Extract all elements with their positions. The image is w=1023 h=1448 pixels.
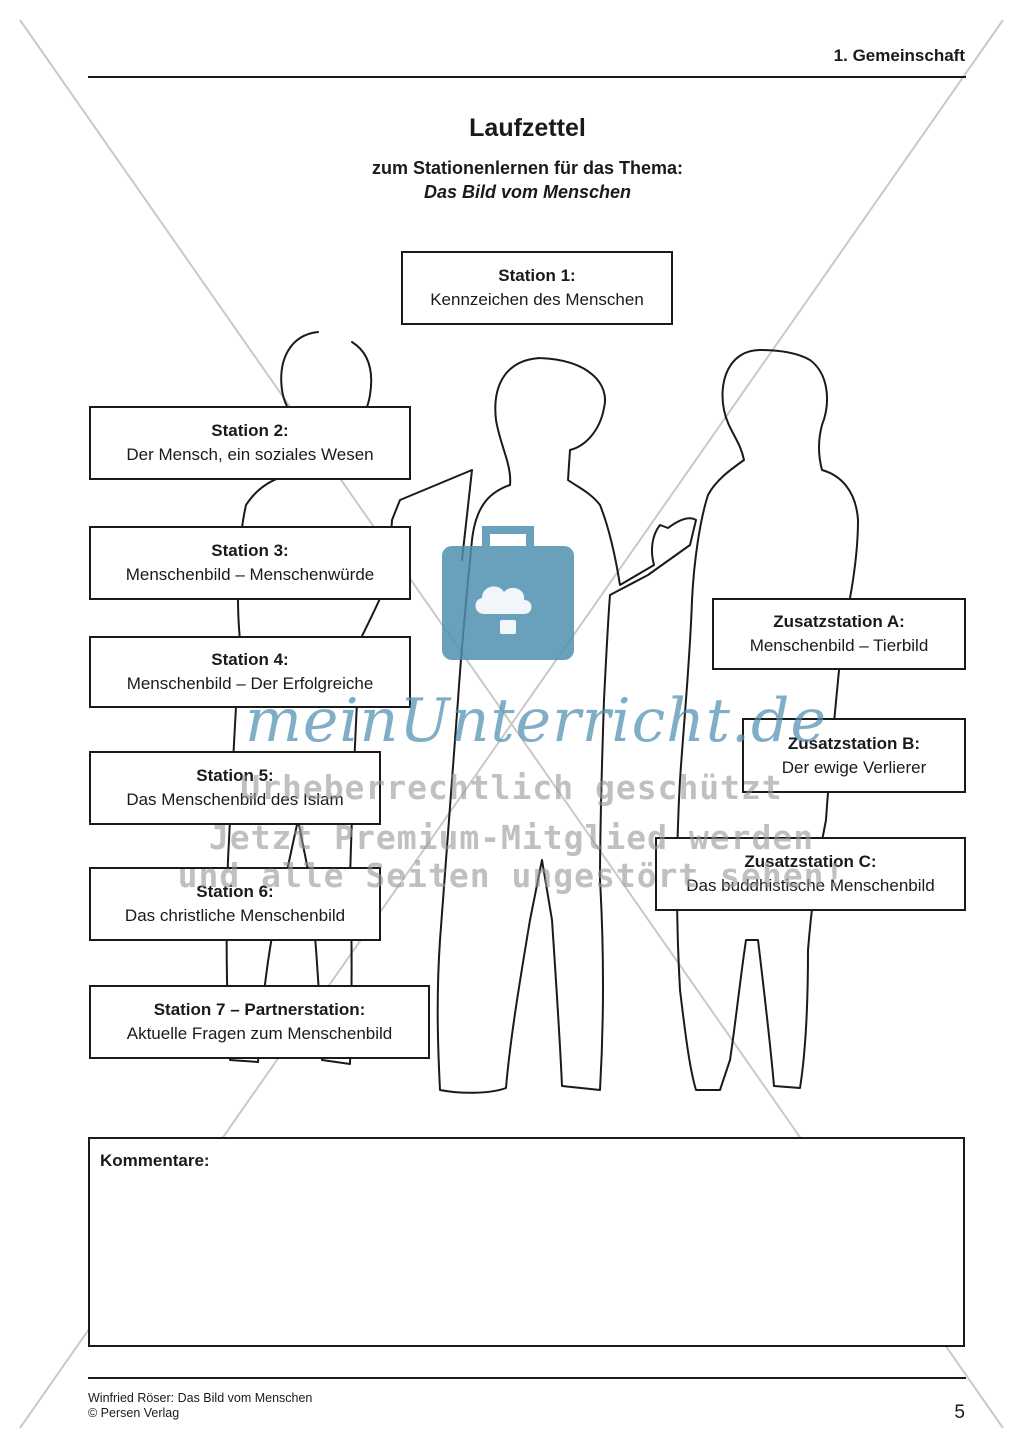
top-divider — [88, 76, 966, 78]
station-7-text: Aktuelle Fragen zum Menschenbild — [126, 1024, 393, 1043]
watermark-line-1: Urheberrechtlich geschützt — [240, 768, 783, 807]
footer-author-title: Winfried Röser: Das Bild vom Menschen — [88, 1391, 313, 1405]
station-5-label: Station 5: — [196, 766, 274, 785]
station-3-text: Menschenbild – Menschenwürde — [125, 565, 375, 584]
page-number: 5 — [954, 1402, 965, 1423]
station-6-label: Station 6: — [196, 882, 274, 901]
extra-station-b-label: Zusatzstation B: — [787, 733, 921, 753]
extra-station-b-text: Der ewige Verlierer — [781, 757, 927, 777]
extra-station-b-box: Zusatzstation B: Der ewige Verlierer — [742, 718, 966, 793]
page-title: Laufzettel — [469, 114, 586, 142]
comments-box[interactable]: Kommentare: — [88, 1137, 965, 1347]
station-1-box: Station 1: Kennzeichen des Menschen — [401, 251, 673, 325]
station-7-box: Station 7 – Partnerstation: Aktuelle Fra… — [89, 985, 430, 1059]
section-header: 1. Gemeinschaft — [833, 46, 965, 65]
station-4-text: Menschenbild – Der Erfolgreiche — [126, 674, 374, 693]
extra-station-a-box: Zusatzstation A: Menschenbild – Tierbild — [712, 598, 966, 670]
comments-label: Kommentare: — [100, 1151, 210, 1170]
station-6-box: Station 6: Das christliche Menschenbild — [89, 867, 381, 941]
station-2-label: Station 2: — [211, 421, 289, 440]
extra-station-a-label: Zusatzstation A: — [773, 612, 905, 631]
footer-publisher: © Persen Verlag — [88, 1406, 180, 1420]
station-2-box: Station 2: Der Mensch, ein soziales Wese… — [89, 406, 411, 480]
extra-station-c-box: Zusatzstation C: Das buddhistische Mensc… — [655, 837, 966, 911]
station-5-box: Station 5: Das Menschenbild des Islam — [89, 751, 381, 825]
station-7-label: Station 7 – Partnerstation: — [153, 1000, 366, 1019]
station-4-box: Station 4: Menschenbild – Der Erfolgreic… — [89, 636, 411, 708]
watermark-line-2: Jetzt Premium-Mitglied werden — [208, 818, 815, 857]
station-2-text: Der Mensch, ein soziales Wesen — [126, 445, 374, 464]
station-1-label: Station 1: — [498, 266, 576, 285]
station-3-label: Station 3: — [211, 541, 289, 560]
watermark-line-3: und alle Seiten ungestört sehen! — [177, 856, 846, 895]
station-1-text: Kennzeichen des Menschen — [430, 290, 644, 309]
extra-station-c-label: Zusatzstation C: — [744, 852, 877, 871]
footer: Winfried Röser: Das Bild vom Menschen © … — [88, 1391, 312, 1421]
page-topic: Das Bild vom Menschen — [423, 182, 632, 202]
station-3-box: Station 3: Menschenbild – Menschenwürde — [89, 526, 411, 600]
extra-station-c-text: Das buddhistische Menschenbild — [686, 876, 935, 895]
figure-right-silhouette — [676, 349, 859, 1091]
watermark-logo-icon — [442, 526, 574, 660]
bottom-divider — [88, 1377, 966, 1379]
station-5-text: Das Menschenbild des Islam — [126, 790, 344, 809]
extra-station-a-text: Menschenbild – Tierbild — [749, 636, 929, 655]
station-6-text: Das christliche Menschenbild — [124, 906, 346, 925]
watermark-logo-text: meinUnterricht.de — [245, 686, 827, 756]
page-subtitle: zum Stationenlernen für das Thema: — [371, 158, 684, 178]
station-4-label: Station 4: — [211, 650, 289, 669]
